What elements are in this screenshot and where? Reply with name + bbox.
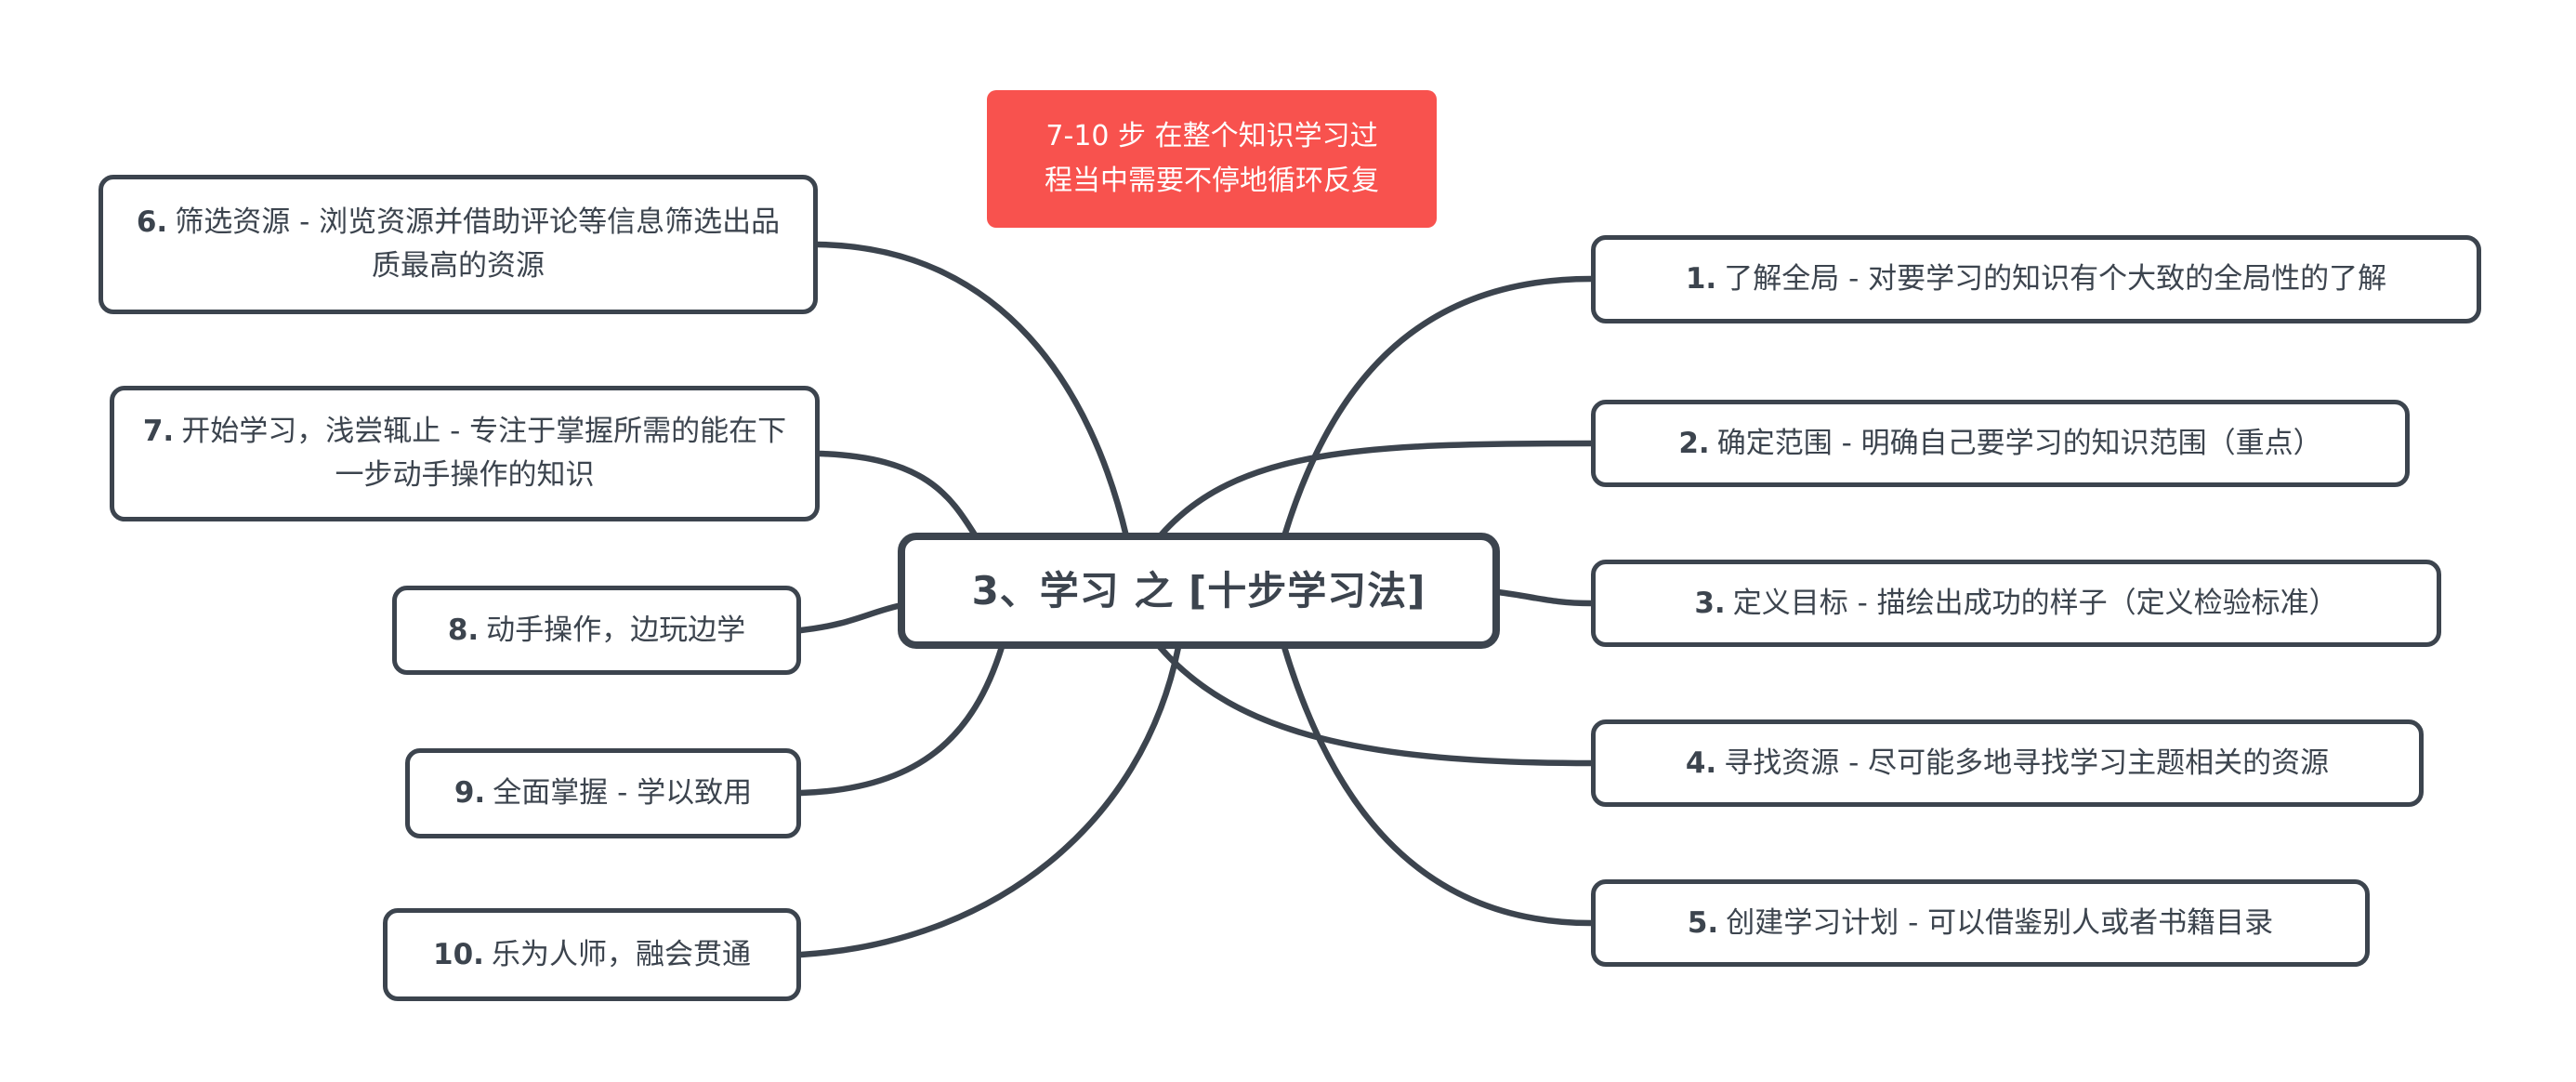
node-step-7[interactable]: 7.开始学习，浅尝辄止 - 专注于掌握所需的能在下一步动手操作的知识 [110, 386, 820, 521]
node-step-4[interactable]: 4. 寻找资源 - 尽可能多地寻找学习主题相关的资源 [1591, 719, 2424, 807]
node-step-3-label: 定义目标 - 描绘出成功的样子（定义检验标准） [1732, 586, 2338, 620]
node-step-1-label: 了解全局 - 对要学习的知识有个大致的全局性的了解 [1724, 262, 2387, 296]
node-step-5-number: 5. [1687, 905, 1719, 940]
node-step-5-label: 创建学习计划 - 可以借鉴别人或者书籍目录 [1726, 905, 2274, 940]
connector-branch-5 [1281, 643, 1595, 927]
connector-branch-2 [1156, 440, 1595, 540]
node-step-4-number: 4. [1685, 746, 1717, 780]
note-line-1: 7-10 步 在整个知识学习过 [1045, 120, 1378, 152]
node-step-9-number: 9. [453, 776, 486, 810]
connector-branch-3 [1494, 588, 1595, 607]
connector-branch-6 [814, 241, 1130, 540]
node-step-8[interactable]: 8. 动手操作，边玩边学 [392, 586, 801, 675]
node-step-8-label: 动手操作，边玩边学 [486, 613, 746, 647]
node-step-6-label: 6.筛选资源 - 浏览资源并借助评论等信息筛选出品质最高的资源 [136, 205, 781, 283]
node-step-9[interactable]: 9. 全面掌握 - 学以致用 [405, 748, 801, 838]
connector-branch-7 [816, 450, 979, 540]
connector-branch-4 [1156, 643, 1595, 767]
node-step-7-label: 7.开始学习，浅尝辄止 - 专注于掌握所需的能在下一步动手操作的知识 [142, 415, 787, 492]
node-step-10-number: 10. [433, 937, 484, 971]
connector-branch-1 [1281, 275, 1595, 540]
node-step-10-label: 乐为人师，融会贯通 [491, 937, 751, 971]
node-step-3[interactable]: 3. 定义目标 - 描绘出成功的样子（定义检验标准） [1591, 560, 2441, 647]
connector-branch-10 [797, 643, 1182, 958]
node-step-3-number: 3. [1694, 586, 1726, 620]
node-step-7-number: 7. [142, 415, 175, 448]
node-step-1[interactable]: 1. 了解全局 - 对要学习的知识有个大致的全局性的了解 [1591, 235, 2481, 323]
node-step-2-number: 2. [1678, 426, 1710, 460]
node-step-4-label: 寻找资源 - 尽可能多地寻找学习主题相关的资源 [1724, 746, 2330, 780]
node-step-2[interactable]: 2. 确定范围 - 明确自己要学习的知识范围（重点） [1591, 400, 2410, 487]
central-topic-node[interactable]: 3、学习 之 [十步学习法] [898, 533, 1500, 649]
connector-branch-9 [797, 643, 1005, 797]
note-line-2: 程当中需要不停地循环反复 [1045, 165, 1379, 197]
node-step-6-number: 6. [136, 205, 168, 239]
node-step-10[interactable]: 10. 乐为人师，融会贯通 [383, 908, 801, 1001]
note-loop-reminder[interactable]: 7-10 步 在整个知识学习过 程当中需要不停地循环反复 [987, 90, 1437, 228]
node-step-6[interactable]: 6.筛选资源 - 浏览资源并借助评论等信息筛选出品质最高的资源 [99, 175, 818, 314]
node-step-2-label: 确定范围 - 明确自己要学习的知识范围（重点） [1716, 426, 2322, 460]
node-step-5[interactable]: 5. 创建学习计划 - 可以借鉴别人或者书籍目录 [1591, 879, 2370, 967]
node-step-1-number: 1. [1685, 262, 1717, 296]
node-step-8-number: 8. [447, 613, 480, 647]
central-topic-label: 3、学习 之 [十步学习法] [971, 568, 1426, 614]
connector-branch-8 [797, 602, 901, 634]
node-step-9-label: 全面掌握 - 学以致用 [493, 776, 753, 810]
